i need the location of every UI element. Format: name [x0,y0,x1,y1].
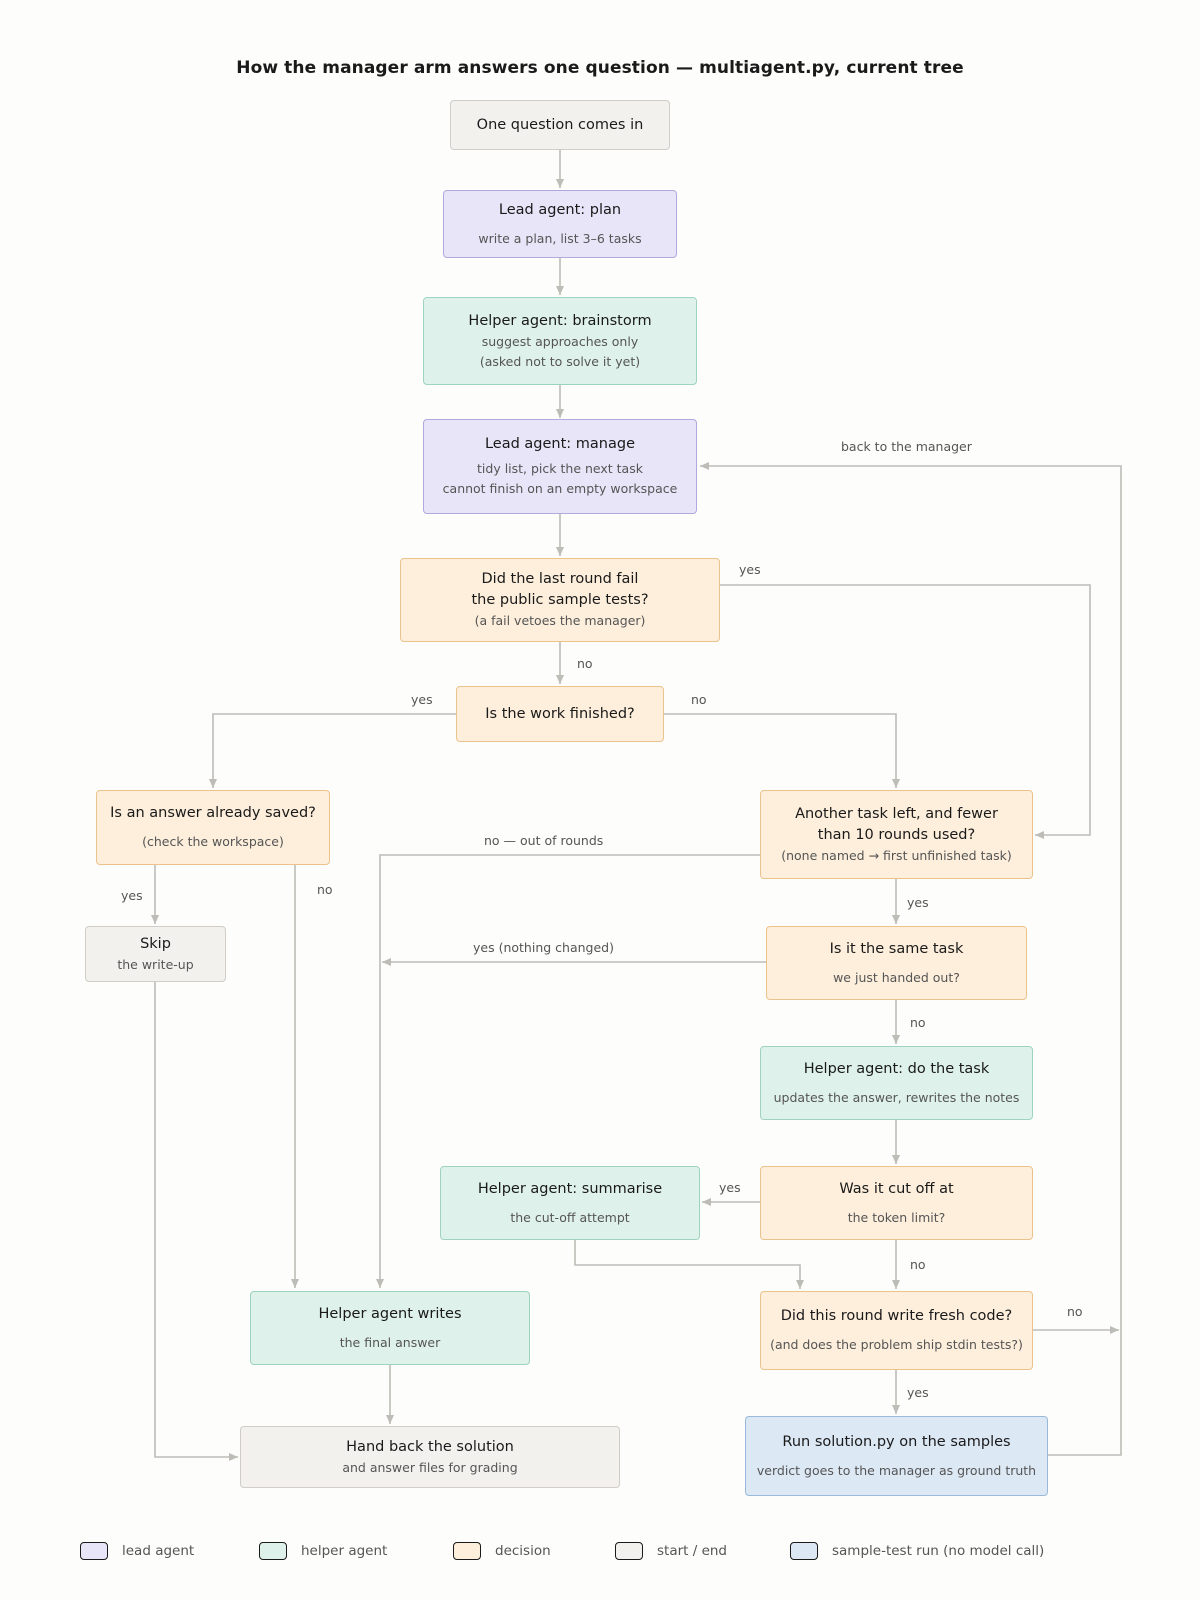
label-saved-yes: yes [121,888,143,903]
edge-finished-no-another [664,713,900,788]
node-brainstorm: Helper agent: brainstorm suggest approac… [423,297,697,385]
node-title: Another task left, and fewer than 10 rou… [795,805,998,843]
label-saved-no: no [317,882,333,897]
legend-start-end: start / end [615,1540,727,1562]
node-subtitle: (check the workspace) [142,834,284,849]
node-plan: Lead agent: plan write a plan, list 3–6 … [443,190,677,258]
legend-lead-agent: lead agent [80,1540,194,1562]
edge-another-out-of-rounds [376,854,760,1288]
node-fail-check: Did the last round fail the public sampl… [400,558,720,642]
node-subtitle: the write-up [117,956,194,972]
label-finished-yes: yes [411,692,433,707]
label-fail-no: no [577,656,593,671]
edge-failcheck-yes-another [720,584,1091,839]
node-do-task: Helper agent: do the task updates the an… [760,1046,1033,1120]
legend-swatch [453,1542,481,1560]
label-fresh-no: no [1067,1304,1083,1319]
legend-label: lead agent [122,1543,195,1559]
label-fresh-yes: yes [907,1385,929,1400]
edge-summarise-freshcode [574,1240,804,1289]
legend-label: helper agent [301,1543,388,1559]
node-fresh-code: Did this round write fresh code? (and do… [760,1291,1033,1370]
node-subtitle: and answer files for grading [342,1459,518,1475]
legend-swatch [615,1542,643,1560]
node-answer-saved: Is an answer already saved? (check the w… [96,790,330,865]
legend-sample-test-run: sample-test run (no model call) [790,1540,1044,1562]
label-back-to-manager: back to the manager [841,439,972,454]
node-title: Helper agent: brainstorm [468,312,652,329]
node-subtitle: the token limit? [847,1209,946,1225]
legend-swatch [790,1542,818,1560]
node-start: One question comes in [450,100,670,150]
node-finished: Is the work finished? [456,686,664,742]
node-title: One question comes in [476,116,644,133]
node-subtitle: (a fail vetoes the manager) [474,613,646,628]
label-cut-yes: yes [719,1180,741,1195]
node-title: Run solution.py on the samples [782,1433,1011,1450]
legend-label: sample-test run (no model call) [832,1543,1045,1559]
node-title: Is it the same task [829,940,964,957]
node-same-task: Is it the same task we just handed out? [766,926,1027,1000]
label-finished-no: no [691,692,707,707]
edge-run-back-to-manager [700,462,1122,1456]
legend-label: start / end [657,1543,728,1559]
legend-decision: decision [453,1540,551,1562]
node-title: Did the last round fail the public sampl… [471,571,649,608]
legend-label: decision [495,1543,551,1559]
node-summarise: Helper agent: summarise the cut-off atte… [440,1166,700,1240]
node-cut-off: Was it cut off at the token limit? [760,1166,1033,1240]
node-subtitle: (none named → first unfinished task) [781,847,1012,863]
label-same-no: no [910,1015,926,1030]
node-another-task: Another task left, and fewer than 10 rou… [760,790,1033,879]
node-skip: Skip the write-up [85,926,226,982]
node-subtitle: the cut-off attempt [510,1209,630,1225]
legend-swatch [259,1542,287,1560]
legend-helper-agent: helper agent [259,1540,387,1562]
node-run-samples: Run solution.py on the samples verdict g… [745,1416,1048,1496]
node-subtitle: (and does the problem ship stdin tests?) [770,1337,1023,1352]
node-subtitle: we just handed out? [833,969,960,985]
node-subtitle: tidy list, pick the next task cannot fin… [442,461,678,496]
node-writes: Helper agent writes the final answer [250,1291,530,1365]
node-manage: Lead agent: manage tidy list, pick the n… [423,419,697,514]
node-title: Helper agent: summarise [477,1180,663,1197]
node-title: Helper agent: do the task [803,1060,990,1077]
label-nothing-changed: yes (nothing changed) [473,940,614,955]
node-subtitle: write a plan, list 3–6 tasks [478,230,642,246]
node-title: Was it cut off at [839,1180,954,1197]
label-another-yes: yes [907,895,929,910]
node-title: Helper agent writes [318,1305,462,1322]
node-title: Is an answer already saved? [110,805,316,821]
node-title: Lead agent: manage [484,436,636,452]
edge-skip-handback [154,982,238,1461]
node-subtitle: updates the answer, rewrites the notes [773,1089,1020,1105]
label-out-of-rounds: no — out of rounds [484,833,604,848]
node-subtitle: suggest approaches only (asked not to so… [479,333,641,369]
edge-finished-yes-saved [209,713,456,788]
node-title: Skip [140,935,171,952]
diagram-title: How the manager arm answers one question… [236,58,964,78]
label-fail-yes: yes [739,562,761,577]
node-hand-back: Hand back the solution and answer files … [240,1426,620,1488]
node-title: Hand back the solution [346,1438,514,1455]
node-title: Is the work finished? [485,705,635,722]
node-subtitle: verdict goes to the manager as ground tr… [756,1462,1037,1478]
node-title: Lead agent: plan [498,201,622,218]
label-cut-no: no [910,1257,926,1272]
node-subtitle: the final answer [339,1334,441,1350]
node-title: Did this round write fresh code? [780,1308,1013,1324]
legend-swatch [80,1542,108,1560]
